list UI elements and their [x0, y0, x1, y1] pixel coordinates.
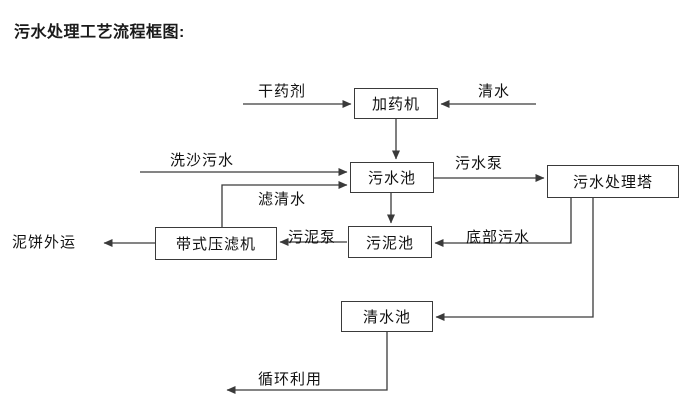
edge-label-dry-agent: 干药剂: [258, 84, 307, 100]
node-clean-water-pool[interactable]: 清水池: [341, 301, 433, 332]
node-label: 污水处理塔: [572, 175, 653, 191]
edge-filtrate-to-sewage: [221, 181, 348, 227]
edge-label-clean-water-input: 清水: [478, 84, 511, 100]
node-sludge-pool[interactable]: 污泥池: [348, 226, 432, 258]
edge-cleanpool-to-recycle: [226, 332, 388, 394]
node-label: 带式压滤机: [175, 237, 256, 253]
node-belt-filter-press[interactable]: 带式压滤机: [155, 227, 277, 260]
node-label: 污水池: [367, 171, 416, 187]
edge-label-bottom-sewage: 底部污水: [466, 230, 531, 246]
edge-label-sewage-pump: 污水泵: [455, 156, 504, 172]
node-label: 清水池: [362, 310, 411, 326]
node-sewage-pool[interactable]: 污水池: [350, 162, 434, 193]
terminal-label-mud-cake-transport: 泥饼外运: [12, 235, 77, 251]
edge-tower-to-cleanpool: [435, 198, 594, 321]
edge-label-sludge-pump: 污泥泵: [288, 230, 337, 246]
edge-label-sand-washing-sewage: 洗沙污水: [170, 153, 235, 169]
edge-label-filtrate: 滤清水: [258, 192, 307, 208]
node-dosing-machine[interactable]: 加药机: [354, 88, 438, 119]
page-title: 污水处理工艺流程框图:: [14, 24, 185, 41]
edge-tower-bottom-to-sludge: [434, 198, 572, 247]
edge-label-recycle-reuse: 循环利用: [258, 372, 323, 388]
node-sewage-treatment-tower[interactable]: 污水处理塔: [547, 165, 679, 198]
node-label: 加药机: [371, 97, 420, 113]
node-label: 污泥池: [365, 235, 414, 252]
